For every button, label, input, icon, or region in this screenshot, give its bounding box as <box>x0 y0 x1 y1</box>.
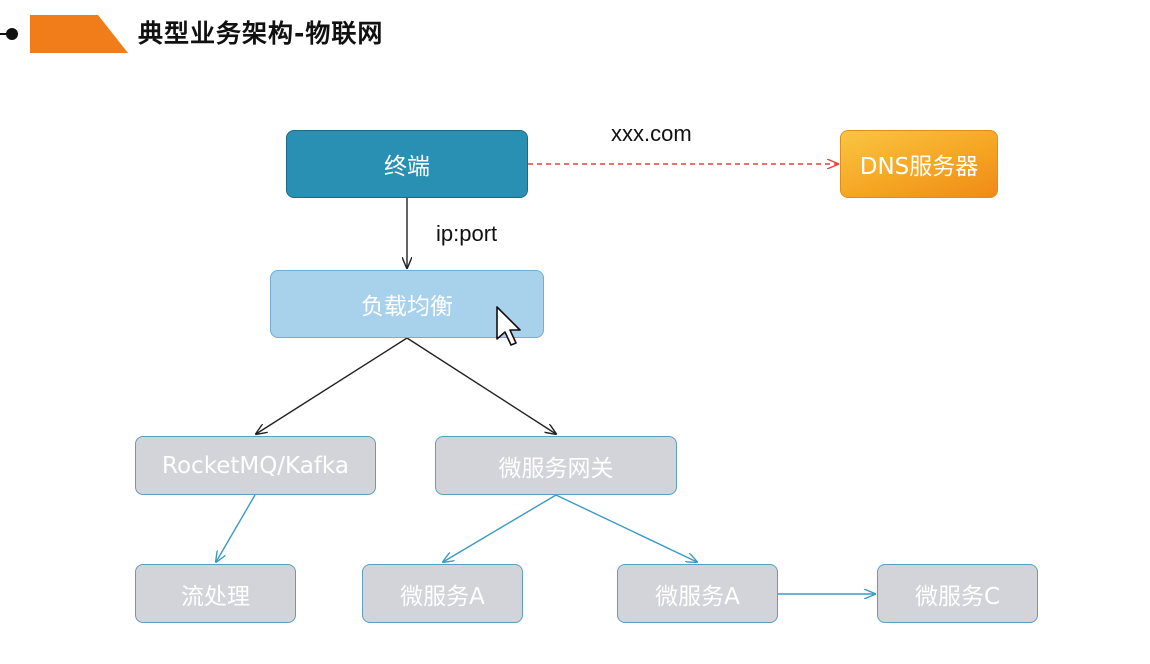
edge-gateway-msa1 <box>443 494 557 562</box>
edge-label-dns-lookup: xxx.com <box>611 121 692 146</box>
mouse-cursor-icon <box>496 306 521 346</box>
title-bar: 典型业务架构-物联网 <box>0 0 1150 64</box>
node-terminal: 终端 <box>286 130 528 198</box>
node-gateway: 微服务网关 <box>435 436 677 495</box>
node-service-c: 微服务C <box>877 564 1038 623</box>
title-flag-icon <box>30 15 128 53</box>
title-bullet-line <box>0 33 10 35</box>
edge-gateway-msa2 <box>555 494 697 562</box>
edge-label-ip-port: ip:port <box>436 221 498 246</box>
edge-lb-gateway <box>406 337 556 434</box>
page-title: 典型业务架构-物联网 <box>138 19 384 48</box>
node-service-a2: 微服务A <box>617 564 778 623</box>
edge-lb-mq <box>256 337 408 434</box>
node-dns-server: DNS服务器 <box>840 130 998 198</box>
node-stream: 流处理 <box>135 564 296 623</box>
edge-mq-stream <box>216 494 256 562</box>
title-bullet-dot <box>6 28 18 40</box>
node-mq: RocketMQ/Kafka <box>135 436 376 495</box>
node-service-a1: 微服务A <box>362 564 523 623</box>
